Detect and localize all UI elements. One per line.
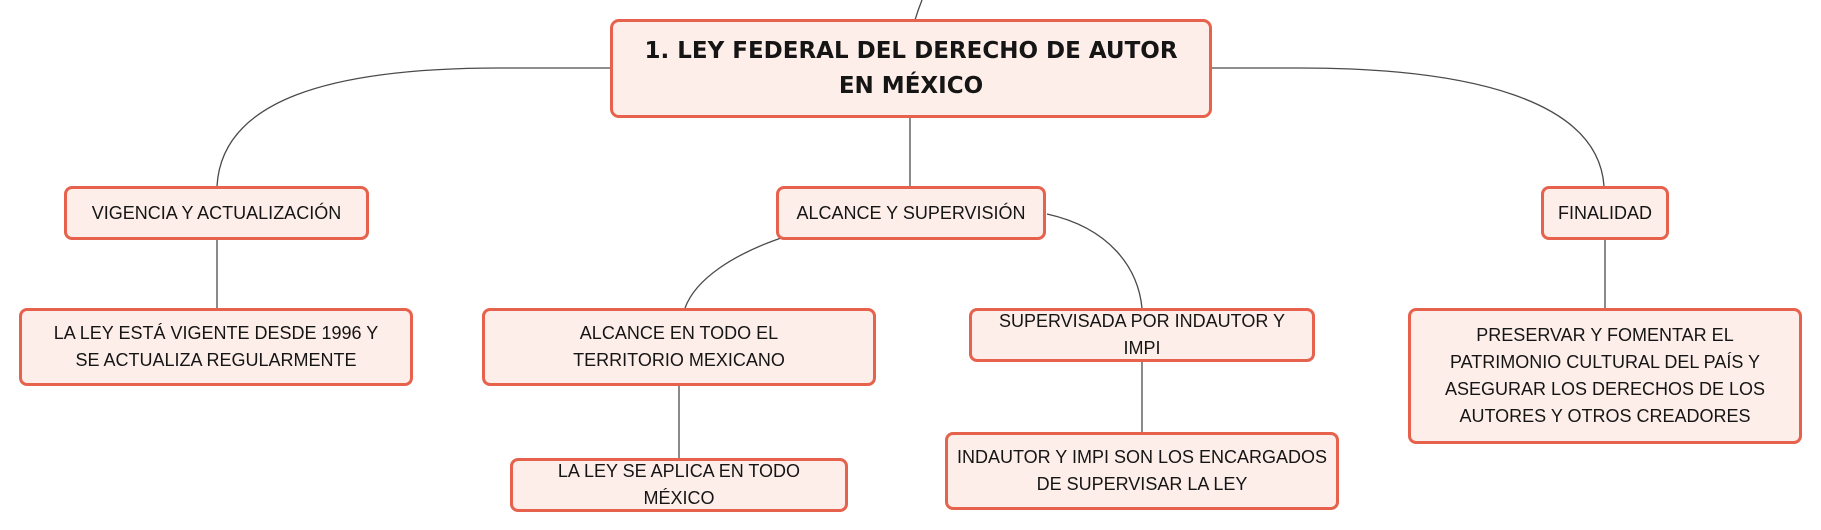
node-alcance-territorio[interactable]: ALCANCE EN TODO EL TERRITORIO MEXICANO bbox=[482, 308, 876, 386]
connector-alcance-to-territorio bbox=[684, 237, 782, 309]
node-aplica-todo-mexico-label: LA LEY SE APLICA EN TODO MÉXICO bbox=[557, 461, 801, 508]
node-vigencia-actualizacion-label: VIGENCIA Y ACTUALIZACIÓN bbox=[91, 202, 342, 223]
node-alcance-supervision[interactable]: ALCANCE Y SUPERVISIÓN bbox=[776, 186, 1046, 240]
node-alcance-territorio-label: ALCANCE EN TODO EL TERRITORIO MEXICANO bbox=[573, 323, 785, 370]
connector-root-to-finalidad bbox=[1212, 67, 1605, 187]
node-vigencia-actualizacion[interactable]: VIGENCIA Y ACTUALIZACIÓN bbox=[64, 186, 369, 240]
node-finalidad[interactable]: FINALIDAD bbox=[1541, 186, 1669, 240]
node-supervisada-label: SUPERVISADA POR INDAUTOR Y IMPI bbox=[998, 311, 1286, 358]
node-vigente-1996-label: LA LEY ESTÁ VIGENTE DESDE 1996 Y SE ACTU… bbox=[53, 323, 379, 370]
node-finalidad-label: FINALIDAD bbox=[1557, 202, 1653, 223]
node-preservar-patrimonio[interactable]: PRESERVAR Y FOMENTAR EL PATRIMONIO CULTU… bbox=[1408, 308, 1802, 444]
node-aplica-todo-mexico[interactable]: LA LEY SE APLICA EN TODO MÉXICO bbox=[510, 458, 848, 512]
node-vigente-1996[interactable]: LA LEY ESTÁ VIGENTE DESDE 1996 Y SE ACTU… bbox=[19, 308, 413, 386]
connector-root-parent bbox=[914, 0, 923, 21]
connector-root-to-vigencia bbox=[216, 67, 611, 187]
node-preservar-patrimonio-label: PRESERVAR Y FOMENTAR EL PATRIMONIO CULTU… bbox=[1444, 325, 1766, 426]
node-encargados-supervisar-label: INDAUTOR Y IMPI SON LOS ENCARGADOS DE SU… bbox=[956, 447, 1328, 494]
node-encargados-supervisar[interactable]: INDAUTOR Y IMPI SON LOS ENCARGADOS DE SU… bbox=[945, 432, 1339, 510]
connector-alcance-to-supervisada bbox=[1046, 213, 1143, 309]
root-node[interactable]: 1. LEY FEDERAL DEL DERECHO DE AUTOR EN M… bbox=[610, 19, 1212, 118]
node-alcance-supervision-label: ALCANCE Y SUPERVISIÓN bbox=[796, 202, 1026, 223]
node-supervisada[interactable]: SUPERVISADA POR INDAUTOR Y IMPI bbox=[969, 308, 1315, 362]
root-node-label: 1. LEY FEDERAL DEL DERECHO DE AUTOR EN M… bbox=[644, 37, 1178, 99]
